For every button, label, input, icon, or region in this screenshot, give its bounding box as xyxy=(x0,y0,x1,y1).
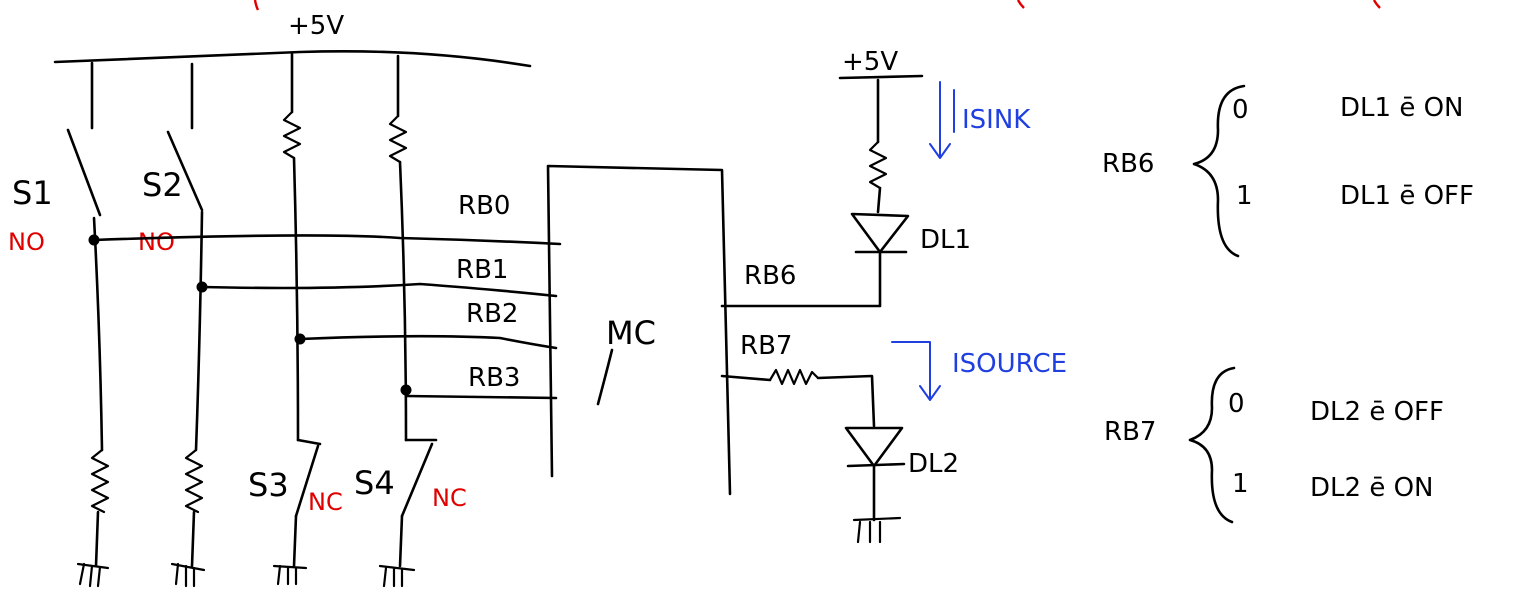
dl1-resistor xyxy=(868,140,888,190)
input-wires: RB0 RB1 RB2 RB3 xyxy=(92,191,562,400)
rb7-label: RB7 xyxy=(740,331,792,361)
table-rb7-pin: RB7 xyxy=(1104,417,1156,447)
s1-ground-wire xyxy=(94,510,100,568)
s4-pullup-resistor xyxy=(388,114,408,164)
s4-type-label: NC xyxy=(432,484,467,512)
top-edge-fragments xyxy=(253,0,1381,11)
table-rb6-row1-text: DL1 ē OFF xyxy=(1340,181,1474,211)
rb0-label: RB0 xyxy=(458,191,510,221)
source-current-arrow xyxy=(891,341,941,401)
table-rb6-row0-value: 0 xyxy=(1232,95,1249,125)
supply-rail: +5V xyxy=(53,11,532,68)
s1-lower-wire xyxy=(92,216,104,452)
ground-symbol xyxy=(272,564,308,586)
mcu-label: MC xyxy=(606,314,656,352)
supply-rail-line xyxy=(53,49,532,68)
s2-ground-wire xyxy=(190,510,196,568)
table-rb6-pin: RB6 xyxy=(1102,149,1154,179)
table-rb7-brace xyxy=(1188,366,1236,524)
s3-lower-wire xyxy=(292,156,300,442)
s4-lower-wire xyxy=(398,160,408,442)
s1-pulldown-resistor xyxy=(90,448,110,514)
s4-label: S4 xyxy=(354,464,395,502)
s4-ground-wire xyxy=(398,514,404,568)
s4-blade xyxy=(400,442,434,518)
s3-pullup-resistor xyxy=(282,110,302,160)
dl1-diode-triangle xyxy=(850,212,910,254)
dl2-diode-triangle xyxy=(844,426,904,468)
s2-type-label: NO xyxy=(138,228,175,256)
s1-blade xyxy=(66,128,102,217)
sink-current-arrow xyxy=(929,81,951,159)
table-rb6-row0-text: DL1 ē ON xyxy=(1340,93,1464,123)
rb7-resistor xyxy=(768,368,820,386)
table-rb6-row1-value: 1 xyxy=(1236,181,1253,211)
table-rb7-row0-text: DL2 ē OFF xyxy=(1310,397,1444,427)
s2-blade xyxy=(166,130,204,212)
switch-s1-branch: S1 NO xyxy=(8,61,110,588)
s1-label: S1 xyxy=(12,174,53,212)
mcu-label-stroke xyxy=(596,348,614,406)
s1-type-label: NO xyxy=(8,228,45,256)
led-supply-bar xyxy=(838,74,924,80)
rb2-label: RB2 xyxy=(466,299,518,329)
dl2-diode-bar xyxy=(846,462,906,468)
s3-type-label: NC xyxy=(308,488,343,516)
rb3-label: RB3 xyxy=(468,363,520,393)
dl2-anode-wire xyxy=(816,374,876,428)
rb2-wire xyxy=(298,334,558,350)
led-dl1-circuit: +5V DL1 RB6 ISINK xyxy=(720,47,1031,308)
s2-pulldown-resistor xyxy=(184,448,204,514)
rb7-wire xyxy=(720,374,772,382)
switch-s2-branch: S2 NO xyxy=(138,62,208,588)
s3-blade xyxy=(294,444,320,518)
ground-symbol xyxy=(76,562,110,588)
rb6-label: RB6 xyxy=(744,261,796,291)
dl1-anode-wire xyxy=(876,186,882,214)
table-rb6-brace xyxy=(1192,84,1246,258)
supply-rail-label: +5V xyxy=(288,11,344,41)
dl1-label: DL1 xyxy=(920,225,971,255)
rb0-wire xyxy=(92,234,562,246)
rb1-wire xyxy=(200,282,558,298)
table-rb7-row1-value: 1 xyxy=(1232,469,1249,499)
rb6-wire xyxy=(720,250,882,308)
ground-symbol xyxy=(170,562,206,588)
rb1-label: RB1 xyxy=(456,255,508,285)
ground-symbol xyxy=(852,516,902,544)
switch-s3-branch: S3 NC xyxy=(248,52,343,586)
led-dl2-circuit: DL2 RB7 ISOURCE xyxy=(720,331,1067,544)
s3-label: S3 xyxy=(248,466,289,504)
truth-table-rb7: RB7 0 DL2 ē OFF 1 DL2 ē ON xyxy=(1104,366,1444,524)
s2-label: S2 xyxy=(142,166,183,204)
ground-symbol xyxy=(378,564,416,588)
switch-s4-branch: S4 NC xyxy=(354,54,467,588)
s3-ground-wire xyxy=(292,514,298,568)
dl2-label: DL2 xyxy=(908,449,959,479)
s3-contact xyxy=(296,438,322,446)
s2-lower-wire xyxy=(194,210,204,452)
table-rb7-row1-text: DL2 ē ON xyxy=(1310,473,1434,503)
mcu-body xyxy=(546,164,732,496)
microcontroller: MC xyxy=(546,164,732,496)
truth-table-rb6: RB6 0 DL1 ē ON 1 DL1 ē OFF xyxy=(1102,84,1474,258)
rb3-wire xyxy=(404,394,558,400)
s4-junction-dot xyxy=(400,384,412,396)
source-current-label: ISOURCE xyxy=(952,349,1067,379)
led-supply-label: +5V xyxy=(842,47,898,77)
sink-current-label: ISINK xyxy=(962,105,1031,135)
table-rb7-row0-value: 0 xyxy=(1228,389,1245,419)
